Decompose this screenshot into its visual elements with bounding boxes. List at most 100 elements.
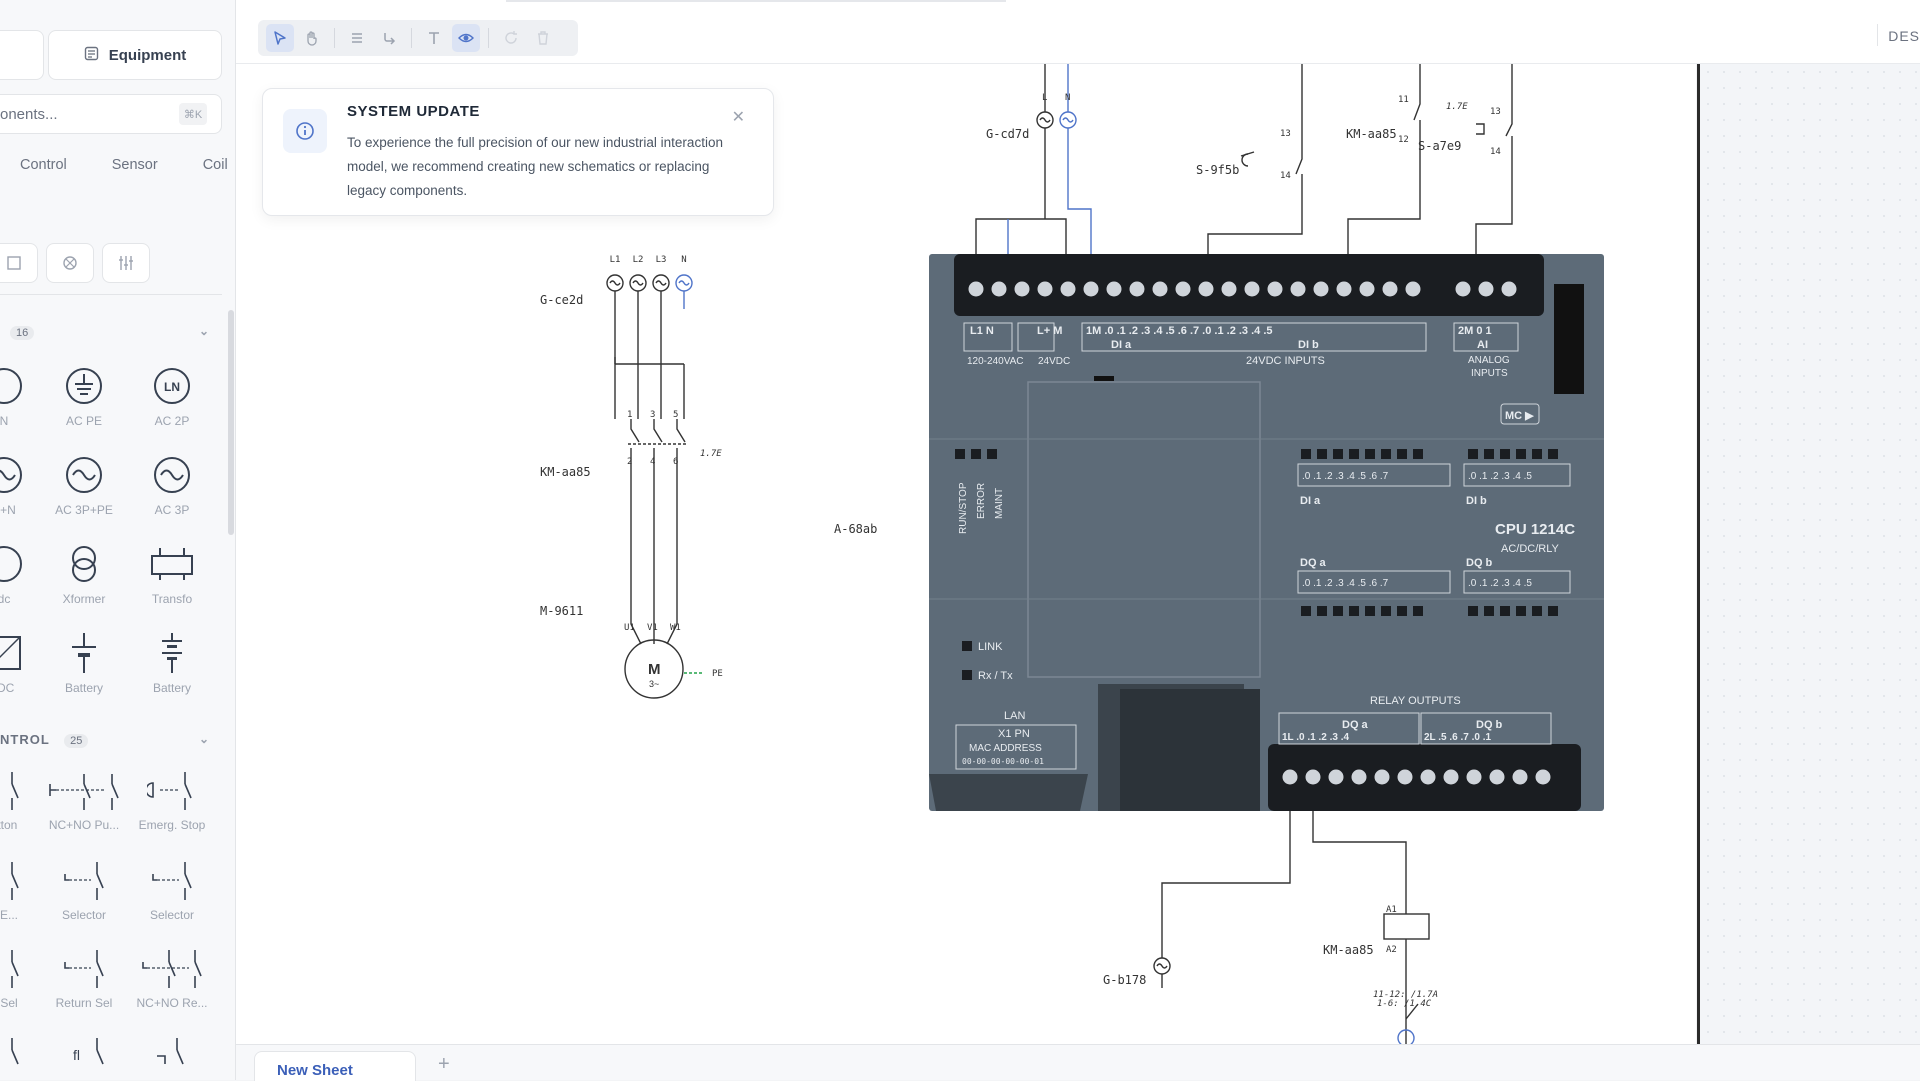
symbol-tool-button[interactable] xyxy=(46,243,94,283)
component-nc-no-return[interactable]: NC+NO Re... xyxy=(132,948,212,1010)
pan-tool-button[interactable] xyxy=(298,24,326,52)
view-tool-button[interactable] xyxy=(452,24,480,52)
plc-error-label: ERROR xyxy=(976,483,987,519)
route-tool-button[interactable] xyxy=(375,24,403,52)
component-label: Battery xyxy=(64,681,103,695)
km-aa85-main-label: KM-aa85 xyxy=(540,465,591,479)
motor-m-label: M xyxy=(648,661,661,678)
tab-equipment[interactable]: Equipment xyxy=(48,30,222,80)
component-label: Battery xyxy=(152,681,191,695)
component-dc[interactable]: dc xyxy=(0,544,44,606)
sheet-tab-new-sheet[interactable]: New Sheet xyxy=(254,1051,416,1081)
plc-boxes xyxy=(955,322,1571,770)
control-circuit-top[interactable] xyxy=(975,64,1513,254)
km-aa85-top-label: KM-aa85 xyxy=(1346,127,1397,141)
component-battery-1[interactable]: Battery xyxy=(44,633,124,695)
component-no-e[interactable]: o E... xyxy=(0,860,44,922)
notification-title: SYSTEM UPDATE xyxy=(347,103,480,120)
flow-switch-icon: fl xyxy=(73,1038,104,1065)
category-tab-control[interactable]: Control xyxy=(20,157,67,173)
top-terminals xyxy=(967,280,1518,298)
ac-dc-converter-icon xyxy=(0,636,21,670)
category-tab-coil[interactable]: Coil xyxy=(202,157,228,173)
select-tool-button[interactable] xyxy=(266,24,294,52)
component-label: AC 3P xyxy=(154,503,190,517)
rotate-tool-button[interactable] xyxy=(497,24,525,52)
s-9f5b-label: S-9f5b xyxy=(1196,163,1239,177)
ac-pn-icon xyxy=(0,457,22,493)
component-ac-2p[interactable]: LN AC 2P xyxy=(132,366,212,428)
plc-dib-bits-label: .0 .1 .2 .3 .4 .5 xyxy=(1468,471,1532,482)
sheet-border-ruler xyxy=(1697,64,1700,1044)
component-return-sel[interactable]: Return Sel xyxy=(44,948,124,1010)
motor-circuit[interactable] xyxy=(606,274,704,699)
wire-tool-button[interactable] xyxy=(343,24,371,52)
component-xformer[interactable]: Xformer xyxy=(44,544,124,606)
category-tab-sensor[interactable]: Sensor xyxy=(111,157,158,173)
add-sheet-button[interactable]: + xyxy=(438,1053,450,1075)
component-selector-1[interactable]: Selector xyxy=(44,860,124,922)
component-battery-2[interactable]: Battery xyxy=(132,633,212,695)
control-circuit-bottom[interactable] xyxy=(1153,811,1430,1064)
n-top-label: N xyxy=(1065,93,1070,103)
plc-dqa-label: DQ a xyxy=(1300,557,1327,569)
plc-cpu-1214c[interactable]: CPU 1214C AC/DC/RLY 120-240VAC 24VDC 24V… xyxy=(929,254,1604,811)
component-nc-no-push[interactable]: NC+NO Pu... xyxy=(44,770,124,832)
notification-body: To experience the full precision of our … xyxy=(347,135,723,198)
component-pushbutton[interactable]: utton xyxy=(0,770,44,832)
battery-icon xyxy=(72,633,96,673)
component-ac-dc[interactable]: /DC xyxy=(0,633,44,695)
plc-variant-label: AC/DC/RLY xyxy=(1501,543,1560,555)
plc-analog-label-1: ANALOG xyxy=(1468,355,1510,366)
text-tool-button[interactable] xyxy=(420,24,448,52)
component-n[interactable]: N xyxy=(0,366,44,428)
bottom-terminals xyxy=(1281,768,1552,786)
transfo-icon xyxy=(151,548,193,580)
selector-icon xyxy=(152,862,192,900)
component-ac-3p[interactable]: AC 3P xyxy=(132,455,212,517)
nc-no-return-icon xyxy=(142,950,202,988)
coil-ref-1-label: 11-12: /1.7A xyxy=(1373,990,1438,1000)
component-label: Selector xyxy=(61,908,107,922)
filter-tool-button[interactable] xyxy=(102,243,150,283)
topbar-separator xyxy=(1877,24,1878,46)
component-row-partial-1[interactable] xyxy=(0,1036,44,1080)
design-tab[interactable]: DES xyxy=(1888,28,1920,44)
control-section-header[interactable]: NTROL 25 ⌄ xyxy=(0,732,210,752)
coil-ref-2-label: 1-6: /1.4C xyxy=(1377,999,1432,1009)
tool-group xyxy=(258,20,578,56)
component-row-partial-3[interactable] xyxy=(132,1036,212,1080)
led-rows xyxy=(955,449,1558,680)
component-ac-pe[interactable]: AC PE xyxy=(44,366,124,428)
component-label: utton xyxy=(0,818,18,832)
component-label: Emerg. Stop xyxy=(138,818,206,832)
rotate-icon xyxy=(505,31,517,44)
component-p-n[interactable]: P+N xyxy=(0,455,44,517)
component-emerg-stop[interactable]: Emerg. Stop xyxy=(132,770,212,832)
component-selector-2[interactable]: Selector xyxy=(132,860,212,922)
l-label: L xyxy=(1042,93,1047,103)
plc-dib-label: DI b xyxy=(1298,339,1319,351)
a-68ab-label: A-68ab xyxy=(834,522,877,536)
component-label: n Sel xyxy=(0,996,18,1010)
component-row-partial-2[interactable]: fl xyxy=(44,1036,124,1080)
layout-tool-button[interactable] xyxy=(0,243,38,283)
close-icon[interactable]: ✕ xyxy=(731,109,745,126)
schematic-canvas[interactable]: G-ce2d KM-aa85 M-9611 1.7E M 3~ L1 L2 L3… xyxy=(236,64,1696,1064)
lines-icon xyxy=(352,33,362,43)
delete-tool-button[interactable] xyxy=(529,24,557,52)
sheet-tabs-bar: New Sheet + xyxy=(236,1044,1920,1081)
tab-components[interactable] xyxy=(0,30,44,80)
terminal-14-label: 14 xyxy=(1280,171,1291,181)
component-n-sel[interactable]: n Sel xyxy=(0,948,44,1010)
terminal-u1-label: U1 xyxy=(624,623,635,633)
search-input[interactable] xyxy=(0,95,160,133)
km-aa85-coil-label: KM-aa85 xyxy=(1323,943,1374,957)
power-section-header[interactable]: 16 ⌄ xyxy=(0,324,210,344)
component-transfo[interactable]: Transfo xyxy=(132,544,212,606)
g-cd7d-label: G-cd7d xyxy=(986,127,1029,141)
switch-icon xyxy=(11,1038,19,1065)
control-top-labels: G-cd7d S-9f5b KM-aa85 S-a7e9 1.7E L N 13… xyxy=(986,93,1501,181)
component-ac-3p-pe[interactable]: AC 3P+PE xyxy=(44,455,124,517)
sidebar-scrollbar[interactable] xyxy=(228,310,234,535)
